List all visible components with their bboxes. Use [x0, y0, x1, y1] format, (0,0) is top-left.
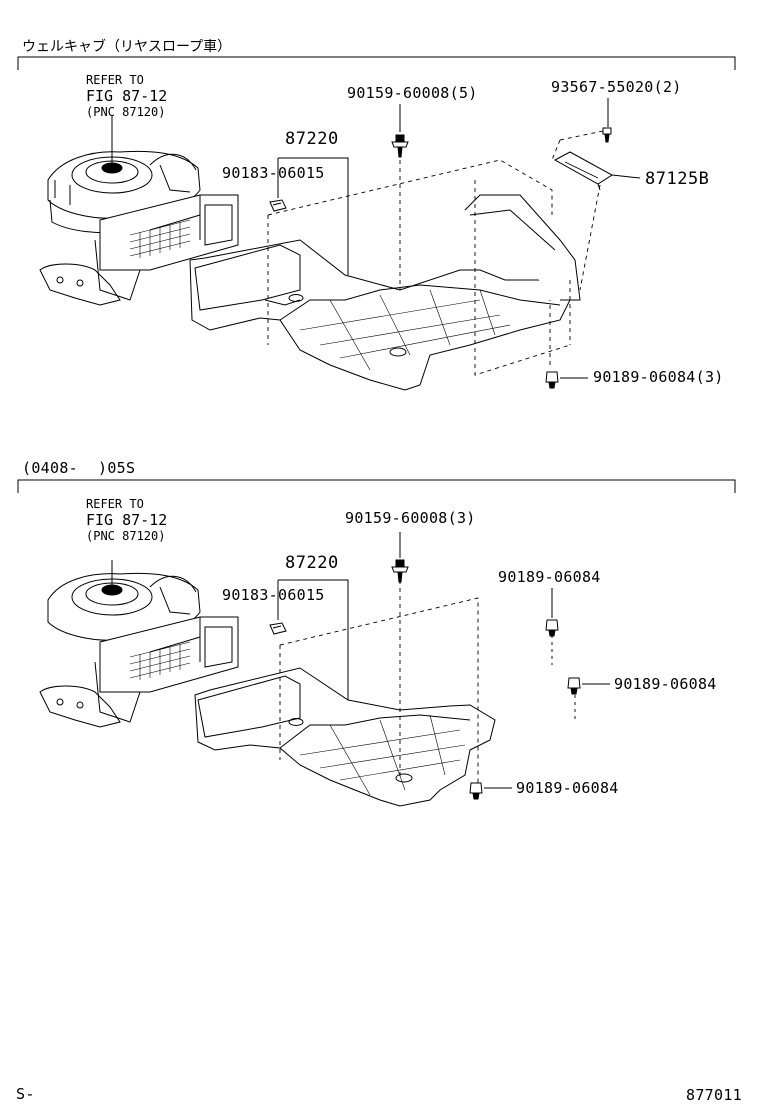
part-90183-label-1[interactable]: 90183-06015: [222, 164, 325, 182]
section-1-artwork: [17, 56, 736, 391]
refer-note-1: REFER TO FIG 87-12 (PNC 87120): [86, 73, 167, 119]
part-90159-label-2[interactable]: 90159-60008(3): [345, 509, 476, 527]
duct-87220-2: [194, 667, 496, 807]
screw-90159-1: [391, 134, 409, 158]
screw-93567-1: [602, 127, 612, 143]
refer-line-3: (PNC 87120): [86, 529, 166, 543]
refer-line-1: REFER TO: [86, 497, 144, 511]
part-87220-label-2[interactable]: 87220: [285, 553, 339, 573]
refer-line-2: FIG 87-12: [86, 87, 168, 105]
part-90183-label-2[interactable]: 90183-06015: [222, 586, 325, 604]
section-1-header: ウェルキャブ（リヤスロープ車）: [22, 39, 232, 55]
part-90189-label-2-top[interactable]: 90189-06084: [498, 568, 601, 586]
screw-90159-2: [391, 559, 409, 583]
section-2-header-right: )05S: [98, 459, 136, 477]
bracket-87125b: [553, 151, 641, 191]
part-87220-label-1[interactable]: 87220: [285, 129, 339, 149]
nut-90189-2a: [545, 619, 559, 637]
figure-number: 877011: [686, 1086, 742, 1104]
refer-line-1: REFER TO: [86, 73, 144, 87]
refer-line-2: FIG 87-12: [86, 511, 168, 529]
nut-90189-1: [545, 371, 559, 389]
part-90189-label-1[interactable]: 90189-06084(3): [593, 368, 724, 386]
refer-line-3: (PNC 87120): [86, 105, 166, 119]
blower-assembly-2: [39, 560, 239, 728]
clip-90183-1: [269, 199, 287, 212]
part-90189-label-2-mid[interactable]: 90189-06084: [614, 675, 717, 693]
section-2-artwork: [17, 479, 736, 807]
section-2-header-left: (0408-: [22, 459, 78, 477]
nut-90189-2c: [469, 782, 483, 800]
clip-90183-2: [269, 622, 287, 635]
part-87125b-label[interactable]: 87125B: [645, 169, 710, 189]
part-93567-label[interactable]: 93567-55020(2): [551, 78, 682, 96]
footer-left-code: S-: [16, 1085, 35, 1103]
nut-90189-2b: [567, 677, 581, 695]
refer-note-2: REFER TO FIG 87-12 (PNC 87120): [86, 497, 167, 543]
blower-assembly-1: [39, 115, 239, 306]
part-90189-label-2-bot[interactable]: 90189-06084: [516, 779, 619, 797]
part-90159-label-1[interactable]: 90159-60008(5): [347, 84, 478, 102]
